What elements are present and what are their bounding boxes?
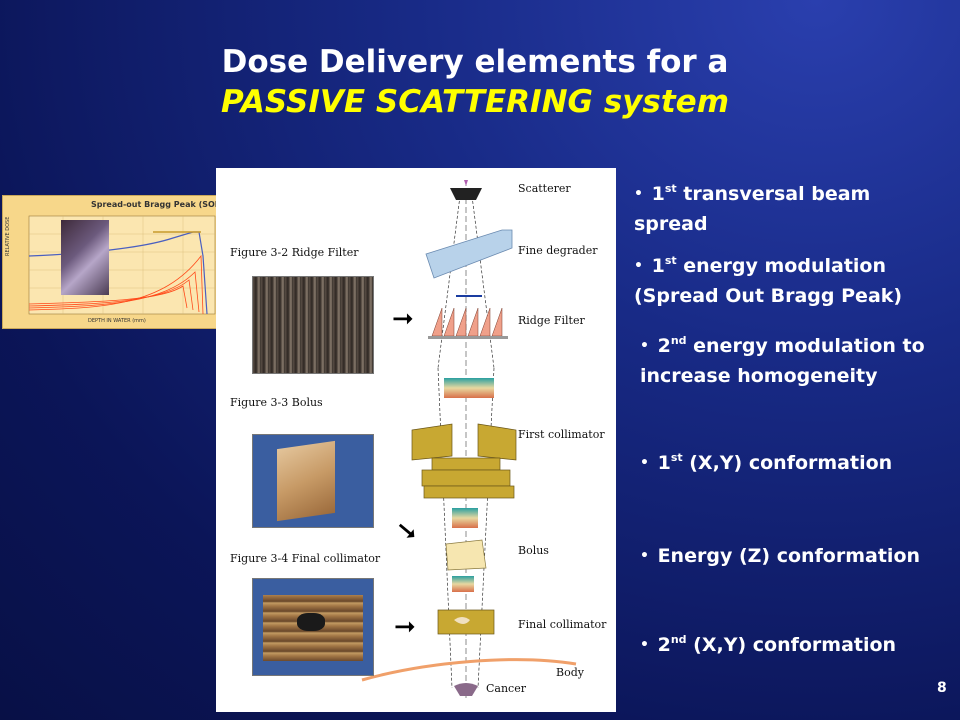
dose-profile-3 <box>452 576 474 592</box>
dose-profile-2 <box>452 508 478 528</box>
title-line-1: Dose Delivery elements for a <box>221 44 729 80</box>
bolus-photo <box>252 434 374 528</box>
bullet-xy-conformation-1: • 1st (X,Y) conformation <box>640 451 893 474</box>
bullet-z-conformation: • Energy (Z) conformation <box>640 545 921 567</box>
label-body: Body <box>556 666 584 679</box>
label-ridge-filter: Ridge Filter <box>518 314 585 327</box>
final-collimator-photo <box>252 578 374 676</box>
caption-bolus: Figure 3-3 Bolus <box>230 396 323 409</box>
bullet-energy-modulation-1: • 1st energy modulation (Spread Out Brag… <box>634 254 903 307</box>
label-scatterer: Scatterer <box>518 182 571 195</box>
cancer-shape <box>454 683 478 696</box>
sobp-title: Spread-out Bragg Peak (SOBP) <box>91 200 231 209</box>
dose-profile-1 <box>444 378 494 398</box>
fine-degrader-shape <box>425 229 513 279</box>
label-final-collimator: Final collimator <box>518 618 607 631</box>
label-fine-degrader: Fine degrader <box>518 244 598 257</box>
patient-photo <box>61 220 109 295</box>
bullet-xy-conformation-2: • 2nd (X,Y) conformation <box>640 633 897 656</box>
dose-delivery-figure: Scatterer Fine degrader Ridge Filter Fir… <box>216 168 616 712</box>
body-outline <box>361 658 577 682</box>
title-line-2: PASSIVE SCATTERING system <box>220 84 730 120</box>
sobp-xlabel: DEPTH IN WATER (mm) <box>88 318 146 324</box>
caption-final-collimator: Figure 3-4 Final collimator <box>230 552 381 565</box>
caption-ridge-filter: Figure 3-2 Ridge Filter <box>230 246 359 259</box>
bullet-transversal-spread: • 1st transversal beam spread <box>634 182 871 235</box>
label-cancer: Cancer <box>486 682 526 695</box>
ridge-filter-photo <box>252 276 374 374</box>
beam-source-icon <box>464 180 468 186</box>
label-first-collimator: First collimator <box>518 428 605 441</box>
bolus-shape <box>445 539 487 571</box>
sobp-plot <box>28 215 216 315</box>
slide-title: Dose Delivery elements for a PASSIVE SCA… <box>0 42 950 122</box>
arrow-icon: ➞ <box>394 612 416 642</box>
beamline-diagram <box>361 180 577 698</box>
bullet-energy-modulation-2: • 2nd energy modulation to increase homo… <box>640 334 925 387</box>
arrow-icon: ➞ <box>392 304 414 334</box>
sobp-inset-chart: Spread-out Bragg Peak (SOBP) RELATIVE DO… <box>2 195 230 329</box>
label-bolus: Bolus <box>518 544 549 557</box>
first-collimator-shape <box>411 423 517 499</box>
scatterer-shape <box>450 188 482 200</box>
page-number: 8 <box>937 680 947 696</box>
